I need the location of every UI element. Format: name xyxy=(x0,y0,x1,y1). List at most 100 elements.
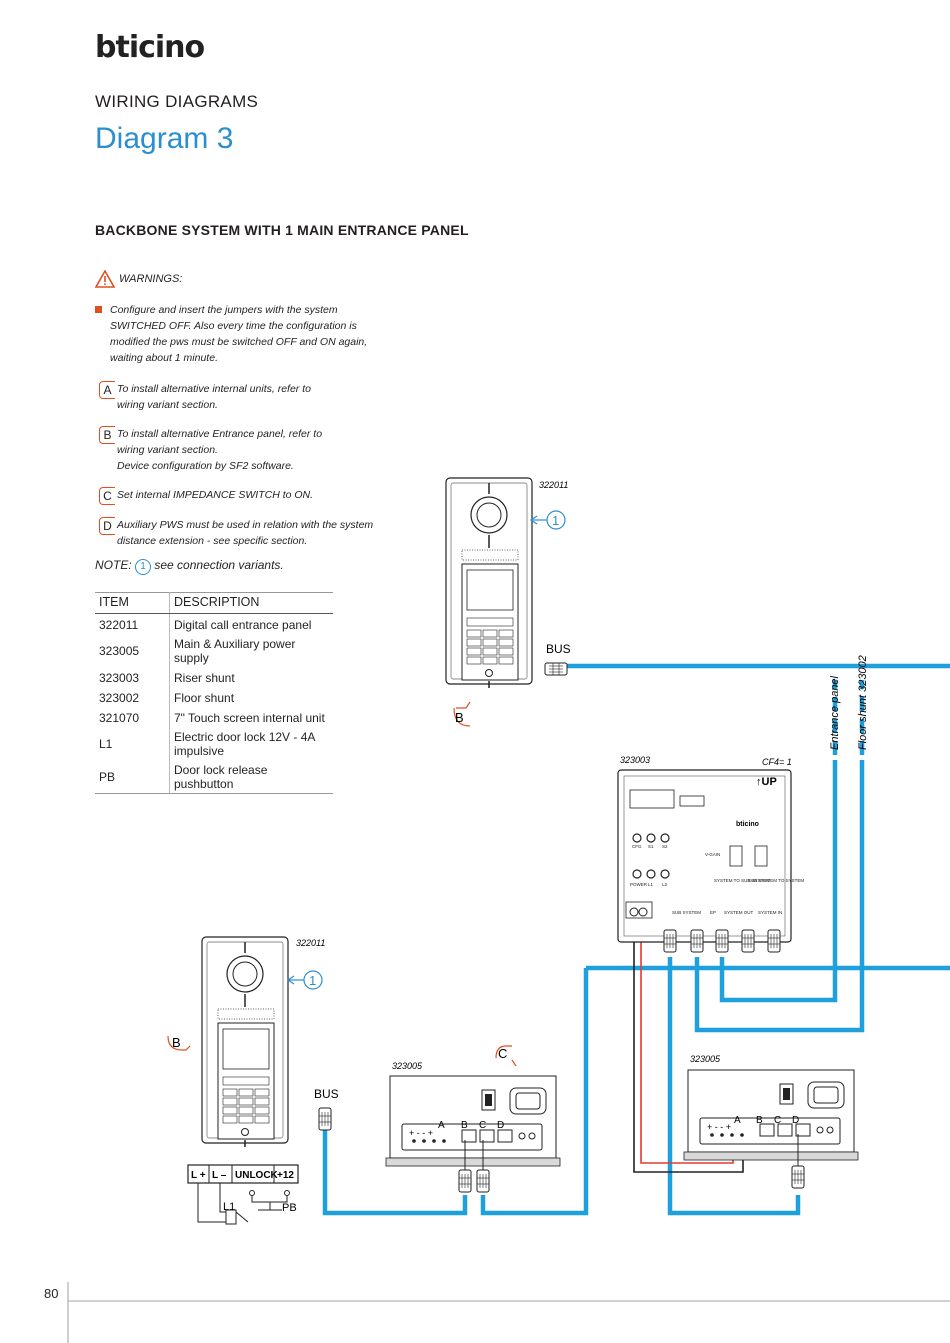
psu-right-code: 323005 xyxy=(690,1054,721,1064)
terminal-label: UNLOCK xyxy=(235,1170,279,1181)
warning-general-line: modified the pws must be switched OFF an… xyxy=(110,336,368,348)
pb-label: PB xyxy=(282,1202,297,1214)
entrance-panel-bottom: 322011 1 B BUS L + L – UNLOCK +12 xyxy=(167,936,339,1225)
riser-label: V-GAIN xyxy=(705,852,720,857)
riser-label: EP xyxy=(710,910,716,915)
terminal-label: L – xyxy=(212,1170,227,1181)
power-supply-right: 323005 A B C D + - - + xyxy=(683,1054,859,1189)
warning-triangle-icon xyxy=(95,270,115,288)
riser-shunt: 323003 CF4= 1 bticino ↑UP CFG S1 S2 V-GA… xyxy=(617,755,804,953)
warning-b-line: Device configuration by SF2 software. xyxy=(117,460,294,472)
psu-polarity: + - - + xyxy=(409,1128,433,1138)
panel-top-code: 322011 xyxy=(539,480,568,490)
bus-label-top: BUS xyxy=(546,642,571,656)
psu-terminal: C xyxy=(479,1120,486,1131)
warning-general-line: Configure and insert the jumpers with th… xyxy=(110,304,338,316)
riser-label: S2 xyxy=(662,844,668,849)
table-row: 321070 7" Touch screen internal unit xyxy=(95,707,333,727)
note-text: see connection variants. xyxy=(154,558,284,572)
item-description: Main & Auxiliary power supply xyxy=(174,637,296,665)
variant-marker-icon: 1 xyxy=(135,559,152,575)
warning-a: A To install alternative internal units,… xyxy=(99,381,311,413)
rj-connector-icon xyxy=(791,1165,805,1189)
warning-c: C Set internal IMPEDANCE SWITCH to ON. xyxy=(99,487,313,505)
psu-terminal: B xyxy=(756,1115,763,1126)
rj-connector-icon xyxy=(544,662,568,676)
warning-general-line: waiting about 1 minute. xyxy=(110,352,218,364)
item-code: 323002 xyxy=(95,687,170,707)
psu-terminal: D xyxy=(497,1120,504,1131)
vertical-label-floor-shunt: Floor shunt 323002 xyxy=(857,655,869,750)
riser-label: SUB SYSTEM TO SYSTEM xyxy=(748,878,804,883)
warning-a-line: To install alternative internal units, r… xyxy=(117,383,311,395)
marker-b-bottom: B xyxy=(172,1035,181,1050)
item-code: L1 xyxy=(95,727,170,760)
psu-terminal: A xyxy=(734,1115,741,1126)
item-description: Door lock release pushbutton xyxy=(169,760,333,794)
lock-label: L1 xyxy=(223,1201,235,1213)
power-supply-left: 323005 C A B C D + - - + xyxy=(385,1045,561,1193)
note-prefix: NOTE: xyxy=(95,558,132,572)
riser-label: SUB SYSTEM xyxy=(672,910,701,915)
vertical-label-entrance: Entrance panel xyxy=(829,675,841,750)
letter-a-marker: A xyxy=(99,381,115,399)
table-row: 323002 Floor shunt xyxy=(95,687,333,707)
rj-connector-icon xyxy=(318,1107,332,1131)
warning-d-line: distance extension - see specific sectio… xyxy=(117,535,308,547)
riser-label: SYSTEM OUT xyxy=(724,910,754,915)
item-code: 321070 xyxy=(95,707,170,727)
warning-d: D Auxiliary PWS must be used in relation… xyxy=(99,517,373,549)
psu-polarity: + - - + xyxy=(707,1122,731,1132)
bus-label-bottom: BUS xyxy=(314,1087,339,1101)
psu-left-code: 323005 xyxy=(392,1061,423,1071)
item-description: Riser shunt xyxy=(174,670,235,685)
riser-label: L2 xyxy=(662,882,668,887)
warning-a-line: wiring variant section. xyxy=(117,399,218,411)
riser-label: SYSTEM TO SUB SYSTEM xyxy=(714,878,770,883)
psu-terminal: C xyxy=(774,1115,781,1126)
table-row: 323003 Riser shunt xyxy=(95,667,333,687)
item-code: 323005 xyxy=(95,634,170,667)
item-description: 7" Touch screen internal unit xyxy=(174,710,325,725)
item-description: Electric door lock 12V - 4A impulsive xyxy=(174,730,315,758)
item-description: Digital call entrance panel xyxy=(174,617,312,632)
page-title: Diagram 3 xyxy=(95,122,234,155)
diagram-subtitle: BACKBONE SYSTEM WITH 1 MAIN ENTRANCE PAN… xyxy=(95,222,469,238)
letter-d-marker: D xyxy=(99,517,115,535)
riser-label: CFG xyxy=(632,844,642,849)
letter-b-marker: B xyxy=(99,426,115,444)
riser-dash-lines xyxy=(832,680,865,755)
warning-b-line: To install alternative Entrance panel, r… xyxy=(117,428,323,440)
item-code: PB xyxy=(95,760,170,794)
marker-one-bottom: 1 xyxy=(309,973,316,988)
brand-logo: bticino xyxy=(95,30,205,65)
riser-cf: CF4= 1 xyxy=(762,757,792,767)
warning-general: Configure and insert the jumpers with th… xyxy=(95,302,367,366)
item-description: Floor shunt xyxy=(174,690,235,705)
panel-bottom-code: 322011 xyxy=(296,938,325,948)
warnings-heading-text: WARNINGS: xyxy=(119,273,183,285)
bullet-square-icon xyxy=(95,306,102,313)
note-line: NOTE: 1 see connection variants. xyxy=(95,558,284,575)
psu-terminal: A xyxy=(438,1120,445,1131)
col-item: ITEM xyxy=(95,592,170,614)
riser-label: SYSTEM IN xyxy=(758,910,782,915)
variant-marker-icon xyxy=(303,970,323,990)
marker-c: C xyxy=(498,1046,507,1061)
riser-label: POWER xyxy=(630,882,648,887)
bus-cables xyxy=(322,663,950,1216)
page-number: 80 xyxy=(44,1286,59,1301)
entrance-panel-top: 322011 1 B BUS xyxy=(445,477,571,727)
items-table-header: ITEM DESCRIPTION xyxy=(95,592,333,614)
riser-brand: bticino xyxy=(736,821,759,828)
riser-label: L1 xyxy=(648,882,654,887)
marker-one-top: 1 xyxy=(552,513,559,528)
section-heading: WIRING DIAGRAMS xyxy=(95,92,259,111)
letter-c-marker: C xyxy=(99,487,115,505)
item-code: 323003 xyxy=(95,667,170,687)
marker-b-top: B xyxy=(455,710,464,725)
